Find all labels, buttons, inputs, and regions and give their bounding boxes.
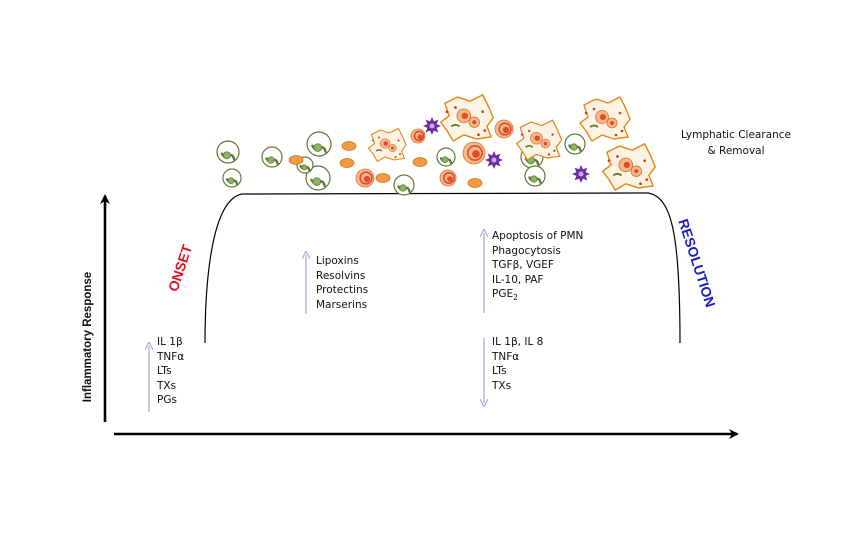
neutrophil-cell [393,174,415,196]
macrophage-cell [601,142,657,192]
lymphatic-line-2: & Removal [707,145,765,157]
resolution-up-item: Apoptosis of PMN [492,230,584,242]
neutrophil-cell [564,133,586,155]
lymphatic-clearance-label: Lymphatic Clearance & Removal [676,127,796,159]
apoptotic-body [339,158,355,168]
pge-label: PGE [492,288,514,300]
response-curve [204,192,681,344]
resolution-down-item: TXs [492,379,512,392]
pro-resolving-list: Lipoxins Resolvins Protectins Marserins [316,254,368,312]
resolution-down-item: IL 1β, IL 8 [492,336,544,348]
neutrophil-cell [306,131,332,157]
macrophage-cell [579,96,631,142]
onset-mediator: TXs [157,379,177,392]
onset-mediator: PGs [157,394,177,406]
engulfed-cell [439,169,457,187]
pro-resolving-mediator: Lipoxins [316,255,359,267]
pro-resolving-mediator: Protectins [316,284,369,296]
apoptotic-body [341,141,357,151]
onset-mediator: TNFα [157,350,185,363]
apoptotic-purple-cell [572,165,590,183]
resolution-up-item: IL-10, PAF [492,273,544,286]
apoptotic-body [467,178,483,188]
macrophage-cell [367,127,407,163]
resolution-down-item: LTs [492,365,507,377]
engulfed-cell [355,168,375,188]
apoptotic-body [412,157,428,167]
engulfed-cell [462,141,486,165]
neutrophil-cell [524,165,546,187]
neutrophil-cell [261,146,283,168]
macrophage-cell [439,93,495,143]
resolution-up-item: TGFβ, VGEF [492,259,554,271]
pro-resolving-mediator: Resolvins [316,269,366,282]
apoptotic-body [288,155,304,165]
apoptotic-body [375,173,391,183]
neutrophil-cell [216,140,240,164]
neutrophil-cell [436,147,456,167]
engulfed-cell [494,119,514,139]
onset-mediator: LTs [157,365,172,377]
apoptotic-purple-cell [485,151,503,169]
lymphatic-line-1: Lymphatic Clearance [680,129,791,141]
apoptotic-purple-cell [423,117,441,135]
y-axis-label: Inflammatory Response [82,271,94,403]
pro-resolving-mediator: Marserins [316,298,368,311]
onset-mediators-list: IL 1β TNFα LTs TXs PGs [157,335,184,408]
neutrophil-cell [305,165,331,191]
macrophage-cell [515,119,563,161]
resolution-down-item: TNFα [492,350,520,363]
engulfed-cell [410,128,426,144]
resolution-down-list: IL 1β, IL 8 TNFα LTs TXs [492,335,543,393]
neutrophil-cell [222,168,242,188]
resolution-up-item-pge2: PGE2 [492,287,583,302]
pge-subscript: 2 [513,293,518,303]
onset-mediator: IL 1β [157,336,183,348]
cell-illustration [216,93,657,196]
resolution-up-list: Apoptosis of PMN Phagocytosis TGFβ, VGEF… [492,229,583,302]
resolution-up-item: Phagocytosis [492,244,561,257]
